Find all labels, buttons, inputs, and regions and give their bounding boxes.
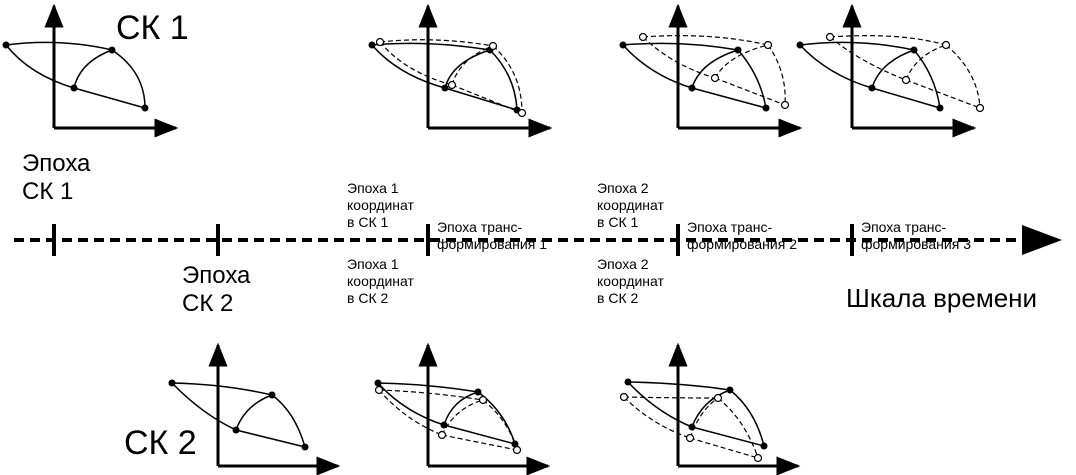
figure-dashed [829, 35, 981, 109]
coord-system-sk1-transform-3 [796, 3, 985, 138]
time-axis-arrowhead [1022, 225, 1062, 255]
figure-solid [627, 381, 765, 447]
coord-system-sk1-transform-1 [368, 3, 553, 138]
figure-solid [171, 382, 306, 448]
coord-system-sk2-epoch [168, 342, 341, 475]
label-transform-epoch-1: Эпоха транс-формирования 1 [437, 219, 547, 252]
coord-system-sk2-transform-2 [619, 342, 801, 475]
title-sk2: СК 2 [124, 424, 197, 462]
figure-dashed [623, 396, 759, 459]
label-time-scale: Шкала времени [846, 283, 1038, 313]
label-transform-epoch-2: Эпоха транс-формирования 2 [687, 219, 797, 252]
figure-dashed [642, 35, 786, 106]
title-sk1: СК 1 [116, 9, 189, 47]
figure-solid [5, 41, 146, 109]
figure-dashed [378, 389, 518, 451]
figure-solid [377, 382, 516, 445]
coord-system-sk1-epoch [2, 3, 179, 138]
figure-solid [622, 42, 767, 109]
coord-system-sk2-transform-1 [374, 342, 551, 475]
figure-solid [371, 42, 518, 111]
coord-system-sk1-transform-2 [619, 3, 803, 138]
time-axis [14, 224, 1062, 256]
figure-solid [799, 41, 941, 109]
figure-dashed [379, 39, 523, 114]
label-transform-epoch-3: Эпоха транс-формирования 3 [861, 219, 971, 252]
